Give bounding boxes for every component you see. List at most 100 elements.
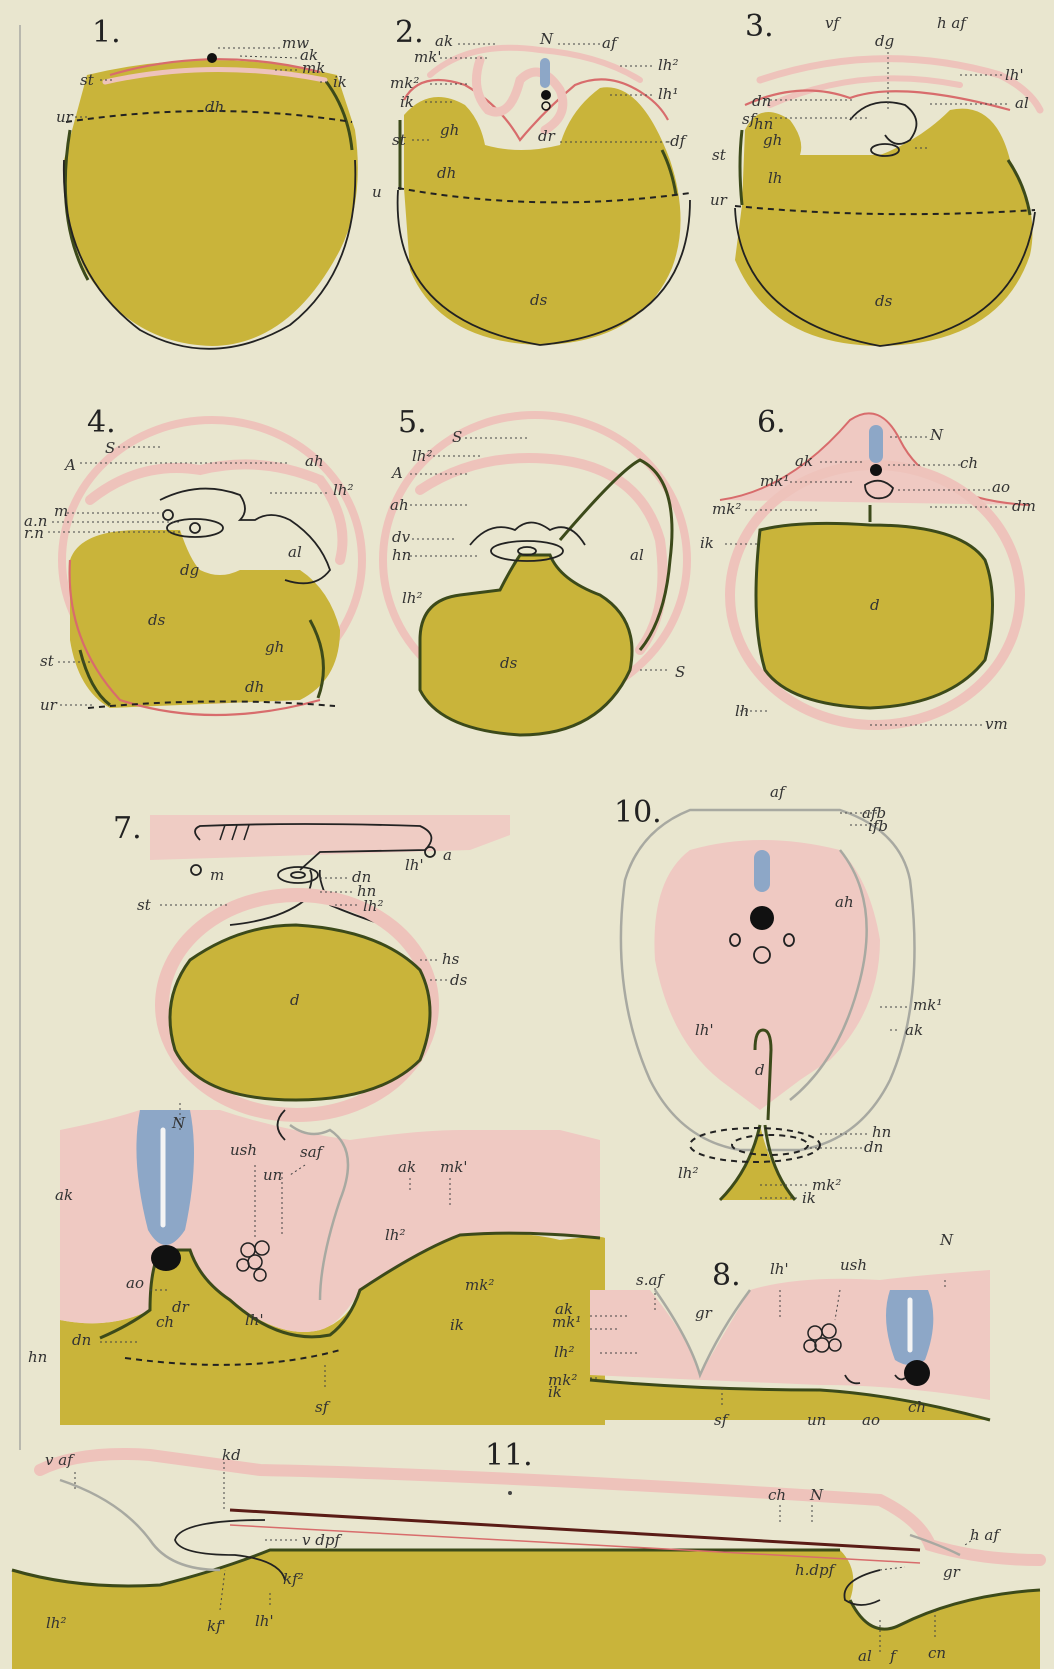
label-ds: ds bbox=[875, 292, 893, 310]
label-ik: ik bbox=[333, 73, 347, 91]
label-ao: ao bbox=[862, 1411, 880, 1429]
label-hn: hn bbox=[392, 546, 411, 564]
label-dr: dr bbox=[538, 127, 556, 145]
label-ds: ds bbox=[450, 971, 468, 989]
label-S: S bbox=[452, 428, 462, 446]
label-ds: ds bbox=[500, 654, 518, 672]
label-hn: hn bbox=[28, 1348, 47, 1366]
label-df: -df bbox=[665, 132, 688, 150]
label-ah: ah bbox=[390, 496, 409, 514]
label-st: st bbox=[40, 652, 55, 670]
figure-3: 3. vf h af dg lh' dn al sf hn gh st lh u… bbox=[710, 9, 1040, 346]
label-mk: mk bbox=[302, 59, 325, 77]
amnion-fold-outer bbox=[760, 59, 1040, 110]
label-lh2: lh² bbox=[363, 897, 383, 915]
label-m: m bbox=[54, 502, 68, 520]
label-al: al bbox=[1015, 94, 1029, 112]
label-lh1: lh' bbox=[1005, 66, 1024, 84]
figure-5: 5. S lh² A ah dv hn al lh² ds S bbox=[383, 405, 687, 735]
label-d: d bbox=[290, 991, 300, 1009]
label-dn: dn bbox=[864, 1138, 883, 1156]
label-lh2: lh² bbox=[333, 481, 353, 499]
label-gh: gh bbox=[440, 121, 459, 139]
figure-8: 8. s.af lh' ush N ak mk¹ gr lh² mk² ik s… bbox=[548, 1231, 990, 1429]
figure-10: 10. af afb ifb ah mk¹ ak lh' d hn dn lh²… bbox=[614, 783, 942, 1207]
label-al: al bbox=[858, 1647, 872, 1665]
label-N: N bbox=[939, 1231, 954, 1249]
label-al: al bbox=[288, 543, 302, 561]
label-ifb: ifb bbox=[868, 817, 888, 835]
label-ush: ush bbox=[840, 1256, 867, 1274]
label-mk1: mk¹ bbox=[760, 472, 789, 490]
notochord-dot bbox=[750, 906, 774, 930]
head-fold bbox=[60, 1480, 220, 1570]
label-u: u bbox=[372, 183, 382, 201]
label-ur: ur bbox=[710, 191, 728, 209]
notochord-dot bbox=[151, 1245, 181, 1271]
label-mk2: mk² bbox=[812, 1176, 841, 1194]
label-dg: dg bbox=[180, 561, 199, 579]
label-ao: ao bbox=[992, 478, 1010, 496]
label-gh: gh bbox=[265, 638, 284, 656]
label-dh: dh bbox=[205, 98, 224, 116]
figure-11: 11. v af kd ch N h af v dpf kf² h.dpf gr… bbox=[12, 1438, 1040, 1669]
label-dn: dn bbox=[72, 1331, 91, 1349]
label-kf1: kf' bbox=[207, 1617, 226, 1635]
label-un: un bbox=[263, 1166, 282, 1184]
label-lh2: lh² bbox=[554, 1343, 574, 1361]
label-dn: dn bbox=[752, 92, 771, 110]
label-haf: h af bbox=[970, 1526, 1001, 1544]
label-ur: ur bbox=[40, 696, 58, 714]
label-mk2: mk² bbox=[712, 500, 741, 518]
label-vdpf: v dpf bbox=[302, 1531, 342, 1549]
label-ak: ak bbox=[55, 1186, 73, 1204]
speck bbox=[508, 1491, 512, 1495]
label-rn: r.n bbox=[24, 524, 44, 542]
figure-number: 4. bbox=[87, 405, 116, 440]
label-lh1: lh' bbox=[405, 856, 424, 874]
label-saf: s.af bbox=[636, 1271, 665, 1289]
label-dh: dh bbox=[437, 164, 456, 182]
label-ush: ush bbox=[230, 1141, 257, 1159]
figure-number: 2. bbox=[395, 15, 424, 50]
label-cn: cn bbox=[928, 1644, 946, 1662]
label-N: N bbox=[539, 30, 554, 48]
notochord-dot bbox=[870, 464, 882, 476]
label-ch: ch bbox=[768, 1486, 786, 1504]
label-lh2b: lh² bbox=[402, 589, 422, 607]
ring-center bbox=[190, 523, 200, 533]
label-ak2: ak bbox=[398, 1158, 416, 1176]
label-ds: ds bbox=[148, 611, 166, 629]
label-dh: dh bbox=[245, 678, 264, 696]
label-vm: vm bbox=[985, 715, 1008, 733]
label-lh2: lh² bbox=[678, 1164, 698, 1182]
label-st: st bbox=[80, 71, 95, 89]
label-mk2: mk² bbox=[465, 1276, 494, 1294]
embryo-mesoderm-band bbox=[150, 815, 510, 860]
label-N: N bbox=[929, 426, 944, 444]
gut-ring bbox=[542, 102, 550, 110]
label-st: st bbox=[712, 146, 727, 164]
yolk-mass bbox=[756, 523, 993, 708]
label-N: N bbox=[809, 1486, 824, 1504]
figure-9: 9. N ush saf ak mk' un ak lh² mk² ao dr … bbox=[28, 1100, 605, 1425]
label-a: a bbox=[443, 846, 452, 864]
label-m: m bbox=[210, 866, 224, 884]
label-lh1: lh' bbox=[695, 1021, 714, 1039]
label-lh1: lh' bbox=[245, 1311, 264, 1329]
label-gh: gh bbox=[763, 131, 782, 149]
label-kf2: kf² bbox=[283, 1570, 304, 1588]
label-lh: lh bbox=[735, 702, 749, 720]
label-gr: gr bbox=[695, 1304, 713, 1322]
label-lh1: lh' bbox=[770, 1260, 789, 1278]
label-dm: dm bbox=[1012, 497, 1036, 515]
mouth-ring bbox=[191, 865, 201, 875]
figure-number: 11. bbox=[485, 1438, 533, 1473]
figure-number: 5. bbox=[398, 405, 427, 440]
label-mk1: mk' bbox=[440, 1158, 467, 1176]
figure-number: 3. bbox=[745, 9, 774, 44]
figure-number: 6. bbox=[757, 405, 786, 440]
label-lh1: lh' bbox=[255, 1612, 274, 1630]
neural-ring bbox=[167, 519, 223, 537]
